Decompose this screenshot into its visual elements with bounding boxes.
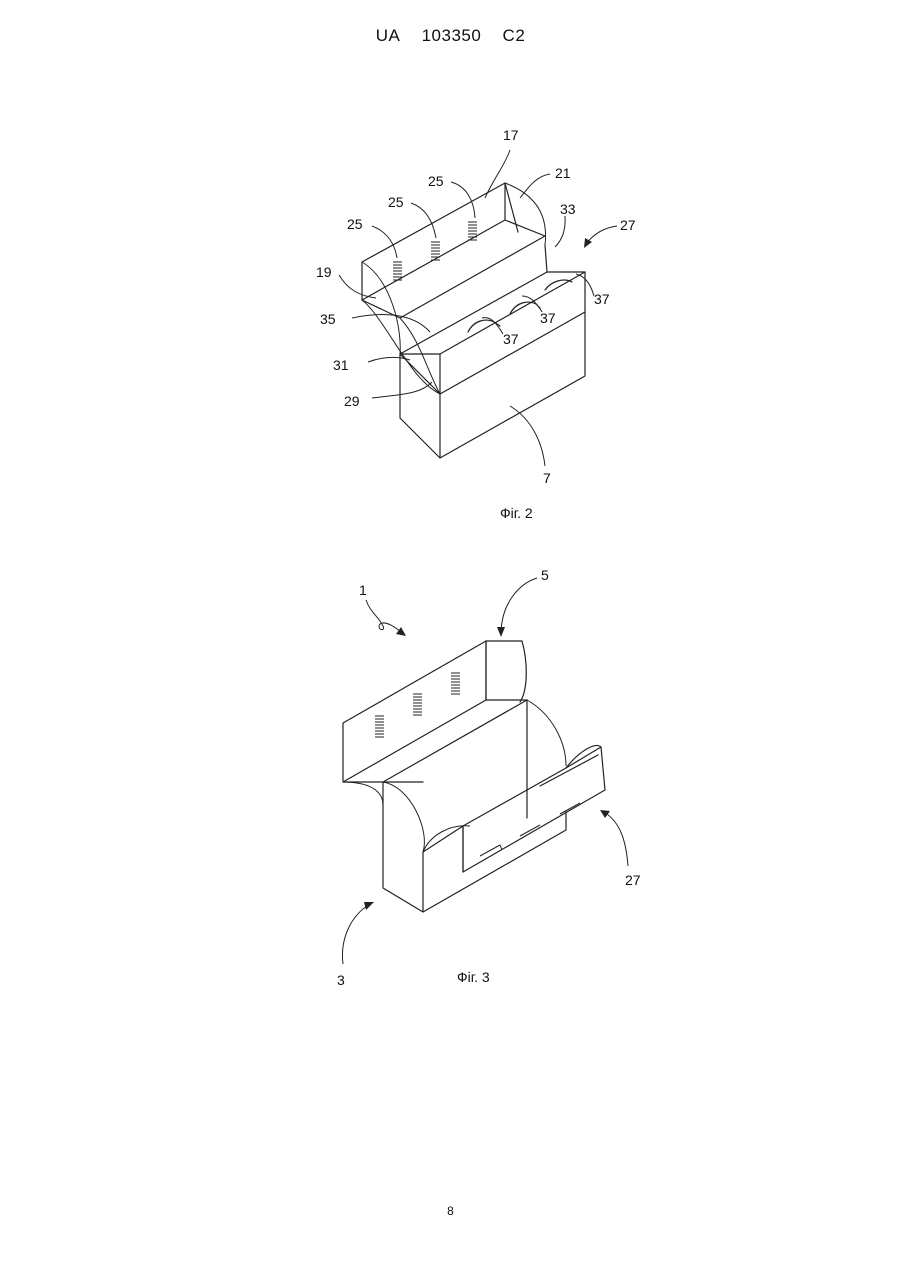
fig2-label-7: 7	[543, 470, 551, 486]
fig2-label-25c: 25	[347, 216, 363, 232]
fig2-label-37b: 37	[540, 310, 556, 326]
fig3-label-27: 27	[625, 872, 641, 888]
fig2-label-25b: 25	[388, 194, 404, 210]
fig2-label-21: 21	[555, 165, 571, 181]
figure-3-drawing: 1 5 27 3 Фіг. 3	[337, 567, 641, 988]
fig2-label-33: 33	[560, 201, 576, 217]
page-number: 8	[0, 1204, 901, 1218]
fig2-label-17: 17	[503, 127, 519, 143]
figure-2-caption: Фіг. 2	[500, 505, 533, 521]
fig2-label-35: 35	[320, 311, 336, 327]
fig2-label-19: 19	[316, 264, 332, 280]
figure-3-caption: Фіг. 3	[457, 969, 490, 985]
fig2-label-27: 27	[620, 217, 636, 233]
fig2-label-37a: 37	[594, 291, 610, 307]
fig2-label-25a: 25	[428, 173, 444, 189]
fig2-label-31: 31	[333, 357, 349, 373]
figure-2-drawing: 17 21 25 25 25 19 33 27 35 37 37 37 31 2…	[316, 127, 636, 521]
fig3-label-1: 1	[359, 582, 367, 598]
fig3-label-5: 5	[541, 567, 549, 583]
fig3-label-3: 3	[337, 972, 345, 988]
vent-hatches-fig3	[375, 673, 460, 737]
vent-hatches-fig2	[393, 222, 477, 280]
fig2-label-29: 29	[344, 393, 360, 409]
fig2-label-37c: 37	[503, 331, 519, 347]
